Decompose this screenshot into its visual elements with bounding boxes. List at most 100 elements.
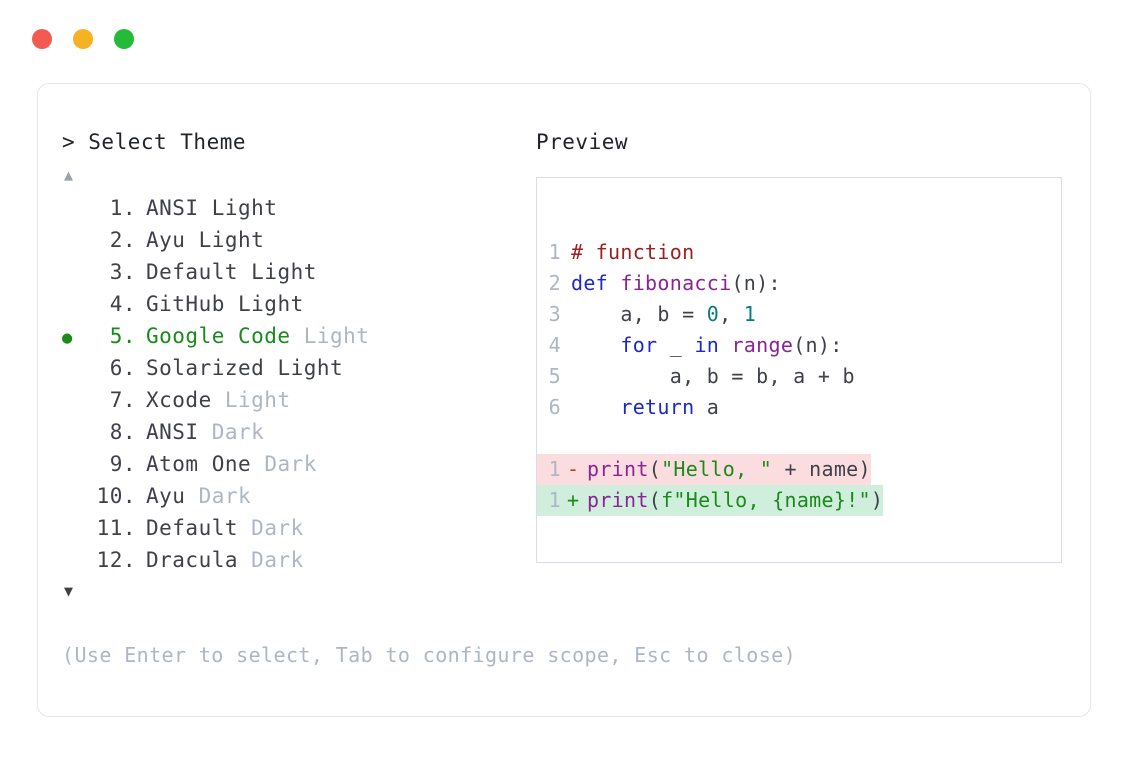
theme-item-number: 10.: [96, 484, 136, 508]
theme-item-basename: Default: [146, 516, 239, 540]
code-line-text: # function: [571, 237, 694, 268]
selected-bullet-icon: ●: [62, 328, 73, 348]
theme-item-name: Dracula Dark: [136, 544, 304, 576]
theme-item-number: 4.: [109, 292, 136, 316]
theme-item-variant: Dark: [251, 548, 304, 572]
code-token-plain: (: [648, 488, 662, 512]
code-token-plain: [571, 395, 620, 419]
theme-item-number: 2.: [109, 228, 136, 252]
theme-item-variant: Light: [211, 196, 278, 220]
theme-item-name: Xcode Light: [136, 384, 291, 416]
theme-item-number: 12.: [96, 548, 136, 572]
theme-item-basename: Ayu: [146, 228, 186, 252]
code-token-builtin: range: [731, 333, 794, 357]
theme-item-basename: ANSI: [146, 196, 199, 220]
theme-item-number: 9.: [109, 452, 136, 476]
code-token-keyword: def: [571, 271, 621, 295]
keyboard-hint: (Use Enter to select, Tab to configure s…: [62, 643, 797, 667]
theme-list-item[interactable]: 9.Atom One Dark: [62, 448, 532, 480]
theme-item-variant: Dark: [251, 516, 304, 540]
code-token-keyword: in: [694, 333, 720, 357]
theme-item-name: Default Dark: [136, 512, 304, 544]
code-token-string: f"Hello, {name}!": [661, 488, 871, 512]
theme-list-item[interactable]: 10.Ayu Dark: [62, 480, 532, 512]
line-number: 6: [548, 395, 561, 419]
code-token-plain: a, b =: [571, 302, 707, 326]
theme-list-item[interactable]: 7.Xcode Light: [62, 384, 532, 416]
code-token-number: 1: [743, 302, 757, 326]
line-number: 1: [548, 240, 561, 264]
code-line-text: a, b = 0, 1: [571, 299, 756, 330]
code-token-plain: [571, 333, 620, 357]
code-line-text: a, b = b, a + b: [571, 361, 855, 392]
theme-item-basename: ANSI: [146, 420, 199, 444]
theme-list-item[interactable]: ●5.Google Code Light: [62, 320, 532, 352]
theme-item-variant: Dark: [264, 452, 317, 476]
theme-list-item[interactable]: 8.ANSI Dark: [62, 416, 532, 448]
theme-item-basename: GitHub: [146, 292, 225, 316]
code-token-plain: (n):: [731, 271, 781, 295]
theme-item-variant: Light: [198, 228, 265, 252]
window-close-button[interactable]: [32, 29, 52, 49]
code-line: 3 a, b = 0, 1: [537, 299, 1061, 330]
theme-item-name: Default Light: [136, 256, 317, 288]
window-maximize-button[interactable]: [114, 29, 134, 49]
line-number: 3: [548, 302, 561, 326]
scroll-down-icon[interactable]: ▼: [64, 582, 74, 600]
theme-list-item[interactable]: 12.Dracula Dark: [62, 544, 532, 576]
theme-list-item[interactable]: 11.Default Dark: [62, 512, 532, 544]
code-token-comment: # function: [571, 240, 695, 264]
theme-item-name: Ayu Light: [136, 224, 264, 256]
theme-item-basename: Solarized: [146, 356, 265, 380]
diff-line-number: 1: [548, 457, 561, 481]
preview-label: Preview: [536, 130, 629, 154]
theme-item-basename: Atom One: [146, 452, 252, 476]
theme-list-item[interactable]: 1. ANSI Light: [62, 192, 532, 224]
theme-item-basename: Default: [146, 260, 239, 284]
theme-item-name: Solarized Light: [136, 352, 343, 384]
theme-item-number: 11.: [96, 516, 136, 540]
code-token-plain: (: [648, 457, 662, 481]
line-number: 4: [548, 333, 561, 357]
theme-item-name: Atom One Dark: [136, 448, 317, 480]
theme-list-item[interactable]: 4.GitHub Light: [62, 288, 532, 320]
code-line: 1 # function: [537, 237, 1061, 268]
theme-item-basename: Dracula: [146, 548, 239, 572]
code-token-number: 0: [706, 302, 720, 326]
diff-line-text: print("Hello, " + name): [587, 454, 871, 485]
theme-item-basename: Xcode: [146, 388, 212, 412]
theme-item-variant: Dark: [198, 484, 252, 508]
diff-line-minus: 1-print("Hello, " + name): [537, 454, 871, 485]
code-token-keyword: for: [620, 333, 658, 357]
theme-item-number: 1.: [109, 196, 136, 220]
theme-list-item[interactable]: 2.Ayu Light: [62, 224, 532, 256]
theme-item-number: 8.: [109, 420, 136, 444]
theme-item-name: ANSI Dark: [136, 416, 264, 448]
code-line: 6 return a: [537, 392, 1061, 423]
theme-item-variant: Light: [224, 388, 291, 412]
window-minimize-button[interactable]: [73, 29, 93, 49]
theme-item-name: Ayu Dark: [136, 480, 251, 512]
window-titlebar: [0, 0, 1129, 78]
theme-item-variant: Light: [251, 260, 317, 284]
diff-line-text: print(f"Hello, {name}!"): [587, 485, 883, 516]
theme-item-number: 5.: [109, 324, 136, 348]
theme-list-item[interactable]: 6.Solarized Light: [62, 352, 532, 384]
code-line-text: def fibonacci(n):: [571, 268, 781, 299]
code-token-plain: [719, 333, 731, 357]
theme-list-item[interactable]: 3.Default Light: [62, 256, 532, 288]
theme-item-variant: Light: [277, 356, 344, 380]
select-theme-prompt: > Select Theme: [62, 130, 247, 154]
code-token-builtin: print: [587, 457, 649, 481]
scroll-up-icon[interactable]: ▲: [64, 166, 74, 184]
code-token-builtin: print: [587, 488, 649, 512]
diff-sign-minus: -: [567, 457, 580, 481]
code-token-plain: + name): [772, 457, 871, 481]
